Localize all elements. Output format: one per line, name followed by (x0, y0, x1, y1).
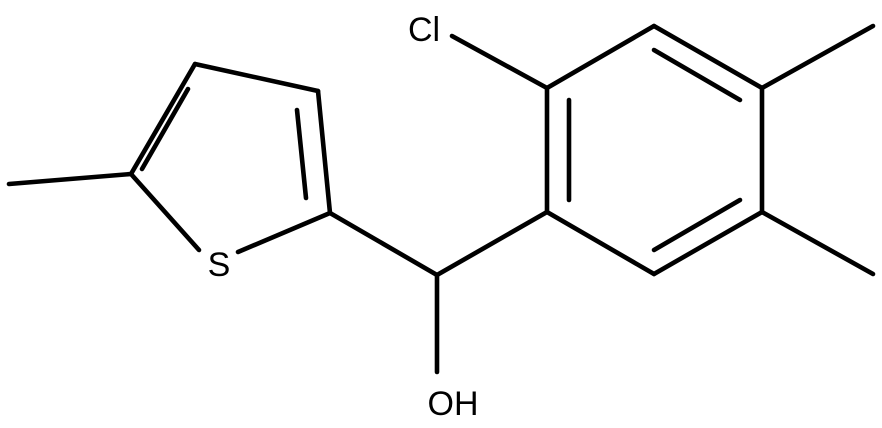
bond-c2-carbinol (327, 210, 440, 278)
bond-ar2-ar3 (544, 23, 657, 91)
bond-c4-c5 (128, 61, 198, 177)
atom-labels: Cl S OH (208, 11, 479, 423)
bond-ar5-methyl (759, 209, 876, 277)
bond-ar4-methyl (759, 23, 876, 91)
bond-ar5-ar6-inner (651, 197, 743, 253)
bond-c5-s (128, 171, 202, 253)
bonds (6, 23, 876, 375)
bond-carbinol-aryl (434, 209, 550, 278)
bond-ar3-ar4-inner (651, 47, 743, 103)
hydroxyl-label: OH (428, 385, 479, 423)
chlorine-label: Cl (408, 11, 440, 49)
sulfur-label: S (208, 246, 231, 284)
bond-ar3-ar4 (651, 23, 765, 91)
bond-ar6-ar1 (544, 209, 657, 277)
bond-s-c2 (235, 210, 333, 255)
bond-ar2-chlorine (449, 33, 550, 91)
bond-c5-methyl (6, 171, 134, 187)
bond-c2-c3 (315, 88, 333, 216)
bond-c2-c3-inner (294, 107, 309, 201)
bond-c4-c5-inner (139, 86, 191, 172)
bond-ar5-ar6 (651, 209, 765, 277)
bond-c3-c4 (192, 61, 321, 94)
